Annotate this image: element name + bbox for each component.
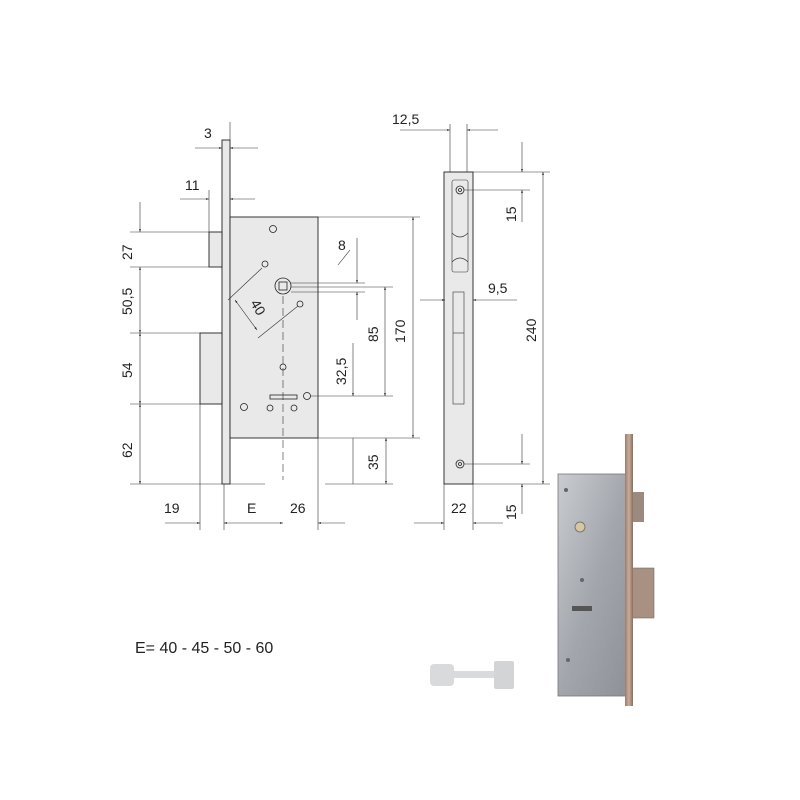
- dim-62: 62: [119, 442, 135, 458]
- latch-slot: [452, 291, 465, 405]
- dim-54: 54: [119, 362, 135, 378]
- dim-27: 27: [119, 244, 135, 260]
- dim-40: 40: [247, 297, 269, 319]
- faceplate: [443, 171, 474, 485]
- dim-240: 240: [523, 318, 539, 342]
- dim-E: E: [247, 500, 256, 516]
- faceplate-front-view: 12,5 15 240 9,5 15 22: [392, 111, 550, 530]
- dim-32-5: 32,5: [333, 358, 349, 385]
- dim-19: 19: [164, 500, 180, 516]
- backset-note: E= 40 - 45 - 50 - 60: [135, 640, 273, 657]
- dim-85: 85: [365, 326, 381, 342]
- dim-35: 35: [365, 454, 381, 470]
- dim-9-5: 9,5: [488, 280, 508, 296]
- faceplate-side: [221, 139, 231, 485]
- latch-bolt: [199, 332, 223, 405]
- keyhole: [269, 394, 298, 400]
- dim-15-top: 15: [503, 206, 519, 222]
- dim-170: 170: [392, 319, 408, 343]
- dim-15-bottom: 15: [503, 504, 519, 520]
- lock-case: [229, 216, 319, 439]
- key-image: [430, 661, 514, 689]
- dim-26: 26: [290, 500, 306, 516]
- screw-icon: [269, 225, 277, 233]
- dim-22: 22: [451, 500, 467, 516]
- dim-3: 3: [204, 125, 212, 141]
- spindle-square: [278, 281, 288, 291]
- dim-8: 8: [338, 237, 346, 253]
- dim-50-5: 50,5: [119, 288, 135, 315]
- spindle-hub: [274, 277, 292, 295]
- dim-12-5: 12,5: [392, 111, 419, 127]
- deadbolt: [208, 231, 223, 268]
- lock-body-view: 40 3 11 27 50,5 54 62 170 8: [119, 122, 420, 530]
- dim-11: 11: [185, 177, 200, 193]
- lock-photo: [557, 434, 655, 706]
